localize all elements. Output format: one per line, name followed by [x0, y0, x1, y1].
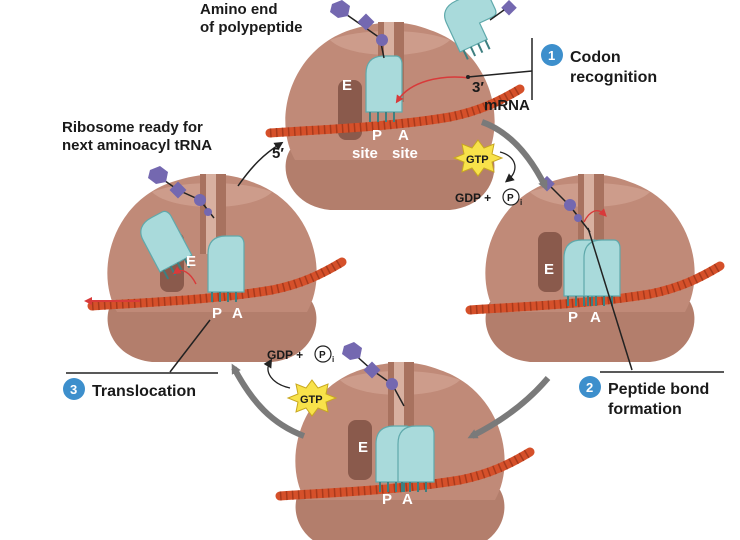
p-label-left: P — [212, 305, 222, 322]
three-prime-label: 3′ — [472, 79, 484, 96]
trna-a-site — [397, 425, 435, 493]
cycle-arrows — [231, 119, 551, 439]
step-2-line-2: formation — [608, 401, 682, 418]
gdp-label-top: GDP + — [455, 191, 491, 205]
a-label-bottom: A — [402, 491, 413, 508]
step-1-number: 1 — [548, 48, 555, 63]
step-1-line-2: recognition — [570, 69, 657, 86]
gtp-badge-bottom — [286, 379, 338, 417]
e-label-top: E — [342, 77, 352, 94]
p-site-label-2: site — [352, 145, 378, 162]
pi-letter-top: P — [507, 193, 514, 204]
step-3-number: 3 — [70, 382, 77, 397]
ribosome-bottom — [280, 342, 530, 540]
p-label-right: P — [568, 309, 578, 326]
trna-p-site — [365, 55, 403, 123]
phosphate-icon — [314, 345, 332, 363]
step-3-line-1: Translocation — [92, 383, 196, 400]
gtp-label-top: GTP — [466, 154, 489, 166]
e-label-bottom: E — [358, 439, 368, 456]
amino-end-label-2: of polypeptide — [200, 19, 303, 36]
ready-label-1: Ribosome ready for — [62, 119, 203, 136]
a-label-right: A — [590, 309, 601, 326]
a-site-label-2: site — [392, 145, 418, 162]
gdp-label-bottom: GDP + — [267, 348, 303, 362]
step-1-badge-icon — [541, 44, 563, 66]
p-site-label-1: P — [372, 127, 382, 144]
ready-label-2: next aminoacyl tRNA — [62, 137, 212, 154]
e-label-right: E — [544, 261, 554, 278]
step-2-line-1: Peptide bond — [608, 381, 709, 398]
gtp-label-bottom: GTP — [300, 394, 323, 406]
text-labels: Amino end of polypeptide Ribosome ready … — [62, 1, 709, 508]
step-2-number: 2 — [586, 380, 593, 395]
polypeptide-chain — [148, 166, 215, 219]
pi-sub-bottom: i — [332, 355, 334, 364]
pi-sub-top: i — [520, 198, 522, 207]
e-label-left: E — [186, 253, 196, 270]
mrna-label: mRNA — [484, 97, 530, 114]
amino-end-label-1: Amino end — [200, 1, 278, 18]
polypeptide-chain — [342, 342, 405, 407]
gtp-badge-top — [452, 139, 504, 177]
a-site-label-1: A — [398, 127, 409, 144]
incoming-trna — [444, 0, 497, 60]
five-prime-label: 5′ — [272, 145, 284, 162]
step-2-badge-icon — [579, 376, 601, 398]
ribosome-left — [66, 166, 342, 374]
pi-letter-bottom: P — [319, 350, 326, 361]
step-3-badge-icon — [63, 378, 85, 400]
trna-p-site — [207, 235, 245, 303]
p-label-bottom: P — [382, 491, 392, 508]
step-1-line-1: Codon — [570, 49, 621, 66]
phosphate-icon — [502, 188, 520, 206]
a-label-left: A — [232, 305, 243, 322]
